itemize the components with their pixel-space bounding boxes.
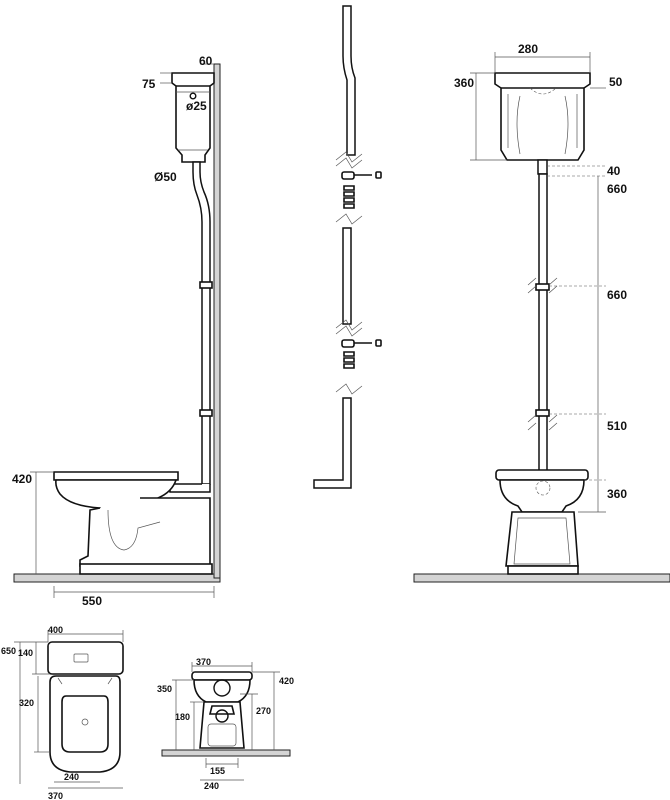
front-dim-cistern-width: 280 — [518, 42, 538, 56]
pan-dim-width: 370 — [196, 657, 211, 667]
plan-bowl — [61, 695, 109, 753]
pan-dim-foot-outer: 240 — [204, 781, 219, 791]
side-wall — [213, 63, 221, 579]
side-dim-cistern-depth: 60 — [199, 54, 213, 68]
side-dim-projection: 550 — [82, 594, 102, 608]
front-dim-pan-height: 360 — [607, 487, 627, 501]
side-floor — [13, 573, 221, 583]
side-dim-inlet-diameter: ø25 — [186, 99, 207, 113]
plan-dim-cistern-width: 400 — [48, 625, 63, 635]
pipe-detail-top — [342, 5, 356, 156]
plan-dim-cistern-depth: 140 — [18, 648, 33, 658]
pan-front-floor — [161, 749, 291, 757]
front-dim-pipe-segment-2: 660 — [607, 288, 627, 302]
plan-dim-bowl-depth: 320 — [19, 698, 34, 708]
side-cistern — [171, 72, 215, 163]
front-flush-pipe — [527, 159, 558, 473]
front-view: 280 360 50 40 660 660 510 360 — [413, 42, 670, 583]
pan-dim-outlet-height: 270 — [256, 706, 271, 716]
inlet-icon — [189, 92, 197, 100]
pipe-collar-lower — [199, 409, 213, 417]
front-dim-pipe-segment-1: 660 — [607, 182, 627, 196]
front-dim-cistern-top: 50 — [609, 75, 623, 89]
pipe-fitting-upper — [341, 171, 382, 209]
pan-waste-icon — [215, 709, 229, 723]
pan-outlet-icon — [213, 679, 231, 697]
front-dim-pipe-segment-3: 510 — [607, 419, 627, 433]
pipe-detail-bottom — [313, 397, 352, 489]
side-dim-flush-pipe: Ø50 — [154, 170, 177, 184]
pan-dim-bowl-height: 350 — [157, 684, 172, 694]
front-dim-cistern-height: 360 — [454, 76, 474, 90]
pan-dim-base-height: 180 — [175, 712, 190, 722]
side-view: 60 75 ø25 Ø50 420 550 — [12, 54, 221, 608]
side-dim-cistern-offset: 75 — [142, 77, 156, 91]
plan-cistern — [47, 641, 124, 675]
pipe-collar-upper — [199, 281, 213, 289]
front-floor — [413, 573, 670, 583]
side-pan — [53, 471, 213, 575]
front-dim-pipe-offset: 40 — [607, 164, 621, 178]
plan-view: 400 650 140 320 240 370 — [1, 625, 124, 800]
front-pan — [495, 469, 589, 575]
plan-dim-total-depth: 650 — [1, 646, 16, 656]
flush-button-icon — [73, 653, 89, 663]
pan-dim-foot-inner: 155 — [210, 766, 225, 776]
side-dim-pan-height: 420 — [12, 472, 32, 486]
pan-front-view: 370 420 350 180 270 155 240 — [157, 657, 294, 791]
pipe-fitting-lower — [341, 339, 382, 369]
plan-dim-pan-width: 370 — [48, 791, 63, 800]
side-flush-pipe — [169, 161, 213, 493]
front-cistern — [494, 72, 591, 161]
plan-dim-outlet-offset: 240 — [64, 772, 79, 782]
pipe-detail — [313, 5, 382, 489]
pan-dim-rim-height: 420 — [279, 676, 294, 686]
